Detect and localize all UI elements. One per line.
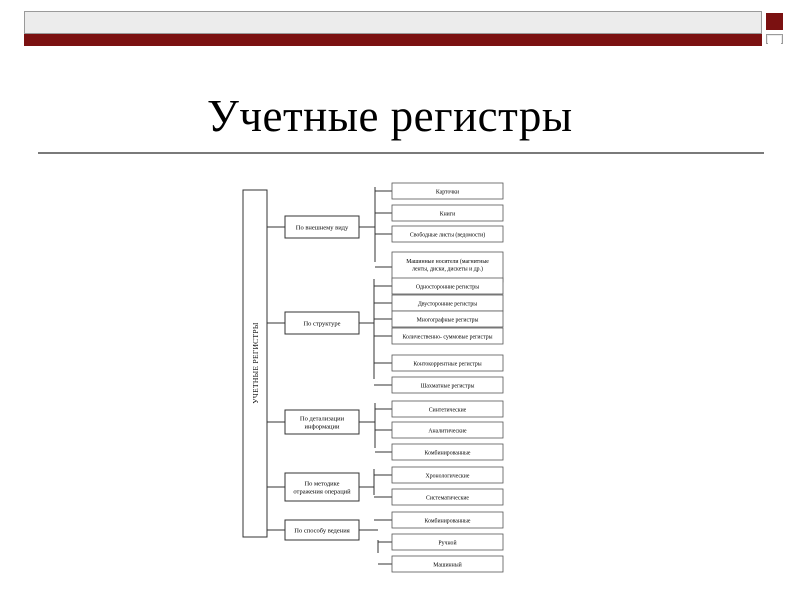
item-label: Контокоррентные регистры: [413, 362, 481, 368]
item-label: Многографные регистры: [417, 317, 479, 324]
group-label: По структуре: [303, 321, 340, 328]
item-label: Шахматные регистры: [421, 384, 475, 390]
item-box: [391, 376, 504, 394]
item-box: [391, 443, 504, 461]
item-label: Книги: [440, 212, 456, 218]
item-box: [391, 277, 504, 295]
item-label: Аналитические: [428, 429, 467, 435]
item-box: [391, 354, 504, 372]
item-box: [391, 533, 504, 551]
item-box: [391, 182, 504, 200]
item-box: [391, 327, 504, 345]
item-box: [391, 421, 504, 439]
title-underline: [38, 152, 764, 154]
item-label: Комбинированные: [425, 518, 471, 525]
item-box: [391, 511, 504, 529]
item-box: [391, 466, 504, 484]
item-label: Карточки: [436, 190, 459, 196]
item-box: [391, 488, 504, 506]
group-label: По внешнему виду: [296, 225, 349, 232]
item-label: Двусторонние регистры: [418, 302, 477, 308]
item-label: Односторонние регистры: [416, 285, 479, 291]
item-box: [391, 400, 504, 418]
item-label: Количественно- суммовые регистры: [402, 335, 492, 341]
item-box: [391, 555, 504, 573]
item-label: Ручной: [438, 540, 456, 547]
item-box: [391, 225, 504, 243]
item-label: Свободные листы (ведомости): [410, 232, 485, 239]
page-title: Учетные регистры: [207, 91, 573, 141]
root-label: УЧЕТНЫЕ РЕГИСТРЫ: [251, 322, 260, 404]
header-band: [24, 11, 762, 34]
item-label: Систематические: [426, 496, 469, 502]
item-label: Синтетические: [429, 408, 467, 414]
item-box: [391, 204, 504, 222]
group-label: По способу ведения: [294, 528, 349, 535]
item-box: [391, 251, 504, 283]
item-label: Комбинированные: [425, 450, 471, 457]
item-label: Хронологические: [426, 474, 470, 480]
corner-square-bottom: [768, 36, 781, 44]
corner-square-top: [766, 13, 783, 30]
header-accent-bar: [24, 34, 762, 46]
root-box: [242, 189, 268, 538]
group-box: [284, 409, 360, 435]
item-box: [391, 310, 504, 328]
item-label: Машинный: [433, 562, 462, 569]
